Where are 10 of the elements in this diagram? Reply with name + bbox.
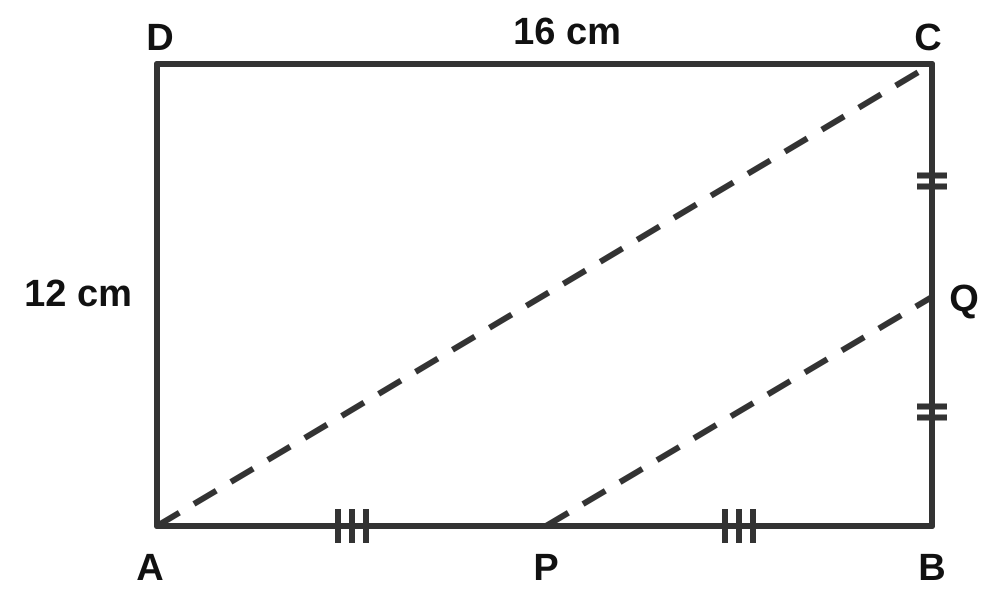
point-label: A <box>136 549 164 587</box>
line-segment <box>154 61 160 529</box>
point-label: B <box>918 549 946 587</box>
point-label: C <box>914 19 942 57</box>
point-label: D <box>146 19 174 57</box>
side-length-label: 12 cm <box>24 275 132 313</box>
side-length-label: 16 cm <box>513 13 621 51</box>
point-label: Q <box>949 280 979 318</box>
point-label: P <box>533 549 559 587</box>
line-segment <box>543 523 935 529</box>
